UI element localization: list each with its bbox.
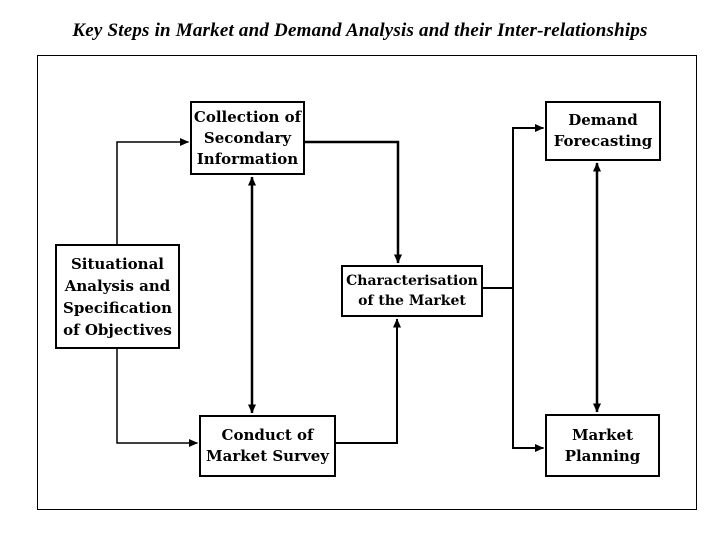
node-demand-forecasting: Demand Forecasting	[545, 101, 661, 161]
node-characterisation-of-the-market: Characterisation of the Market	[341, 265, 483, 317]
diagram-title: Key Steps in Market and Demand Analysis …	[72, 20, 648, 41]
node-collection-secondary-information: Collection of Secondary Information	[190, 101, 305, 175]
diagram-frame	[37, 55, 697, 510]
node-situational-analysis: Situational Analysis and Specification o…	[55, 244, 180, 349]
node-market-planning: Market Planning	[545, 414, 660, 477]
node-conduct-of-market-survey: Conduct of Market Survey	[199, 415, 336, 477]
